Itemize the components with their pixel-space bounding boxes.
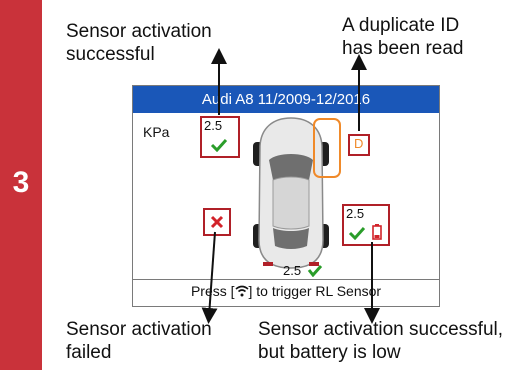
check-icon — [210, 138, 228, 152]
sensor-rear-left — [203, 208, 231, 236]
step-number: 3 — [12, 166, 30, 199]
pressure-unit: KPa — [143, 124, 170, 140]
duplicate-highlight — [313, 118, 341, 178]
sensor-front-right: D — [348, 134, 370, 156]
check-icon — [307, 265, 323, 277]
wifi-icon — [235, 285, 249, 297]
duplicate-marker: D — [354, 136, 364, 151]
sensor-rear-right: 2.5 — [342, 204, 390, 246]
cross-icon — [210, 215, 224, 229]
battery-low-icon — [372, 224, 382, 240]
trigger-prompt: Press [ ] to trigger RL Sensor — [133, 283, 439, 299]
sensor-front-left: 2.5 — [200, 116, 240, 158]
arrow-icon — [201, 231, 218, 324]
callout-low-battery: Sensor activation successful, but batter… — [258, 319, 504, 363]
sensor-rear-right-value: 2.5 — [346, 206, 365, 221]
step-bar — [0, 0, 42, 370]
check-icon — [348, 226, 366, 240]
prompt-divider — [133, 279, 439, 280]
prompt-prefix: Press [ — [190, 283, 235, 299]
callout-duplicate: A duplicate ID has been read — [342, 15, 464, 59]
vehicle-title: Audi A8 11/2009-12/2016 — [133, 86, 439, 113]
car-top-view-icon — [253, 117, 329, 269]
callout-failed: Sensor activation failed — [66, 319, 212, 363]
prompt-suffix: ] to trigger RL Sensor — [248, 283, 382, 299]
callout-success: Sensor activation successful — [66, 21, 212, 65]
rear-left-active-value: 2.5 — [283, 263, 302, 278]
sensor-front-left-value: 2.5 — [204, 118, 223, 133]
tpms-screen: Audi A8 11/2009-12/2016 KPa 2.5 D 2.5 — [132, 85, 440, 307]
